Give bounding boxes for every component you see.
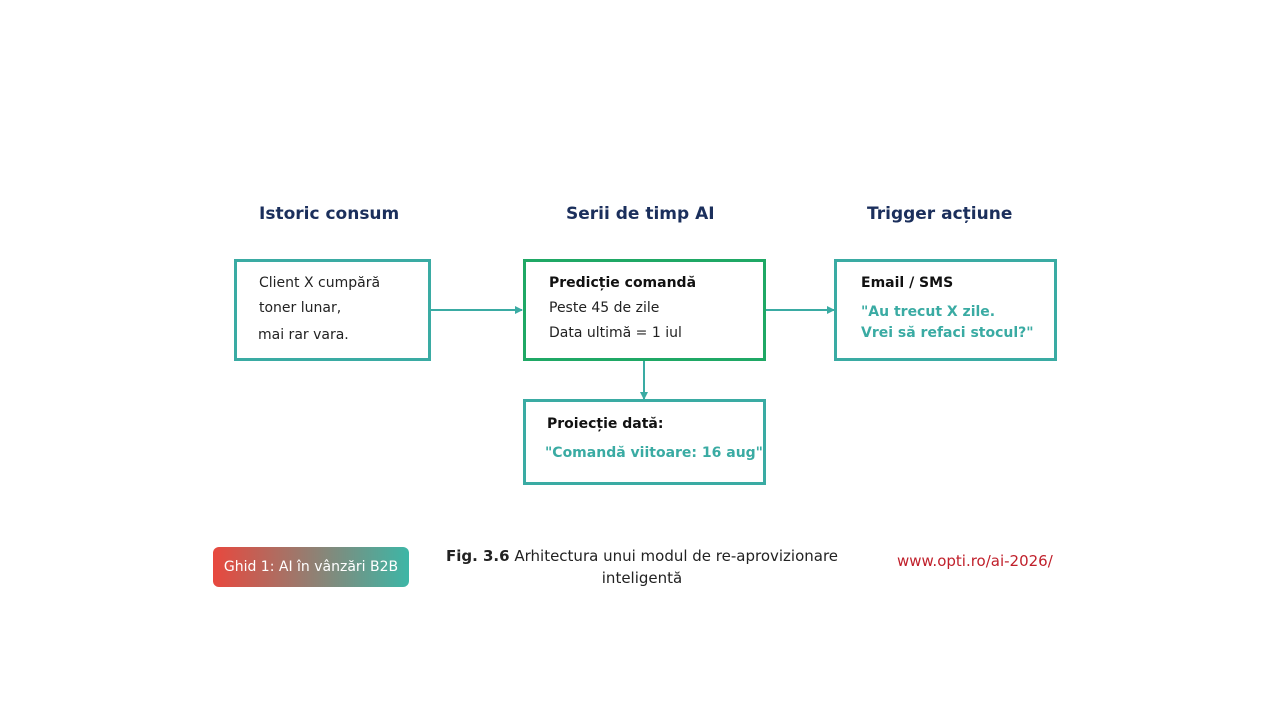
history-line-2: toner lunar,: [259, 300, 342, 316]
action-box: [834, 259, 1057, 361]
projection-value: "Comandă viitoare: 16 aug": [545, 445, 763, 461]
figure-caption-text: Arhitectura unui modul de re-aproviziona…: [514, 547, 839, 587]
figure-label: Fig. 3.6: [445, 547, 510, 565]
prediction-box: [523, 259, 766, 361]
action-message-line-2: Vrei să refaci stocul?": [861, 325, 1034, 341]
column-title-time-series: Serii de timp AI: [566, 204, 715, 224]
prediction-line-2: Data ultimă = 1 iul: [549, 325, 682, 341]
figure-caption: Fig. 3.6 Arhitectura unui modul de re-ap…: [430, 545, 854, 589]
guide-badge[interactable]: Ghid 1: AI în vânzări B2B: [213, 547, 409, 587]
column-title-trigger: Trigger acțiune: [867, 204, 1013, 224]
prediction-heading: Predicție comandă: [549, 275, 697, 291]
prediction-line-1: Peste 45 de zile: [549, 300, 660, 316]
website-link[interactable]: www.opti.ro/ai-2026/: [897, 552, 1053, 570]
history-box: [234, 259, 431, 361]
history-line-3: mai rar vara.: [258, 327, 349, 343]
history-line-1: Client X cumpără: [259, 275, 381, 291]
projection-box: [523, 399, 766, 485]
action-heading: Email / SMS: [861, 275, 954, 291]
guide-badge-label: Ghid 1: AI în vânzări B2B: [223, 559, 399, 575]
action-message-line-1: "Au trecut X zile.: [861, 304, 996, 320]
column-title-history: Istoric consum: [259, 204, 400, 224]
projection-heading: Proiecție dată:: [547, 416, 664, 432]
